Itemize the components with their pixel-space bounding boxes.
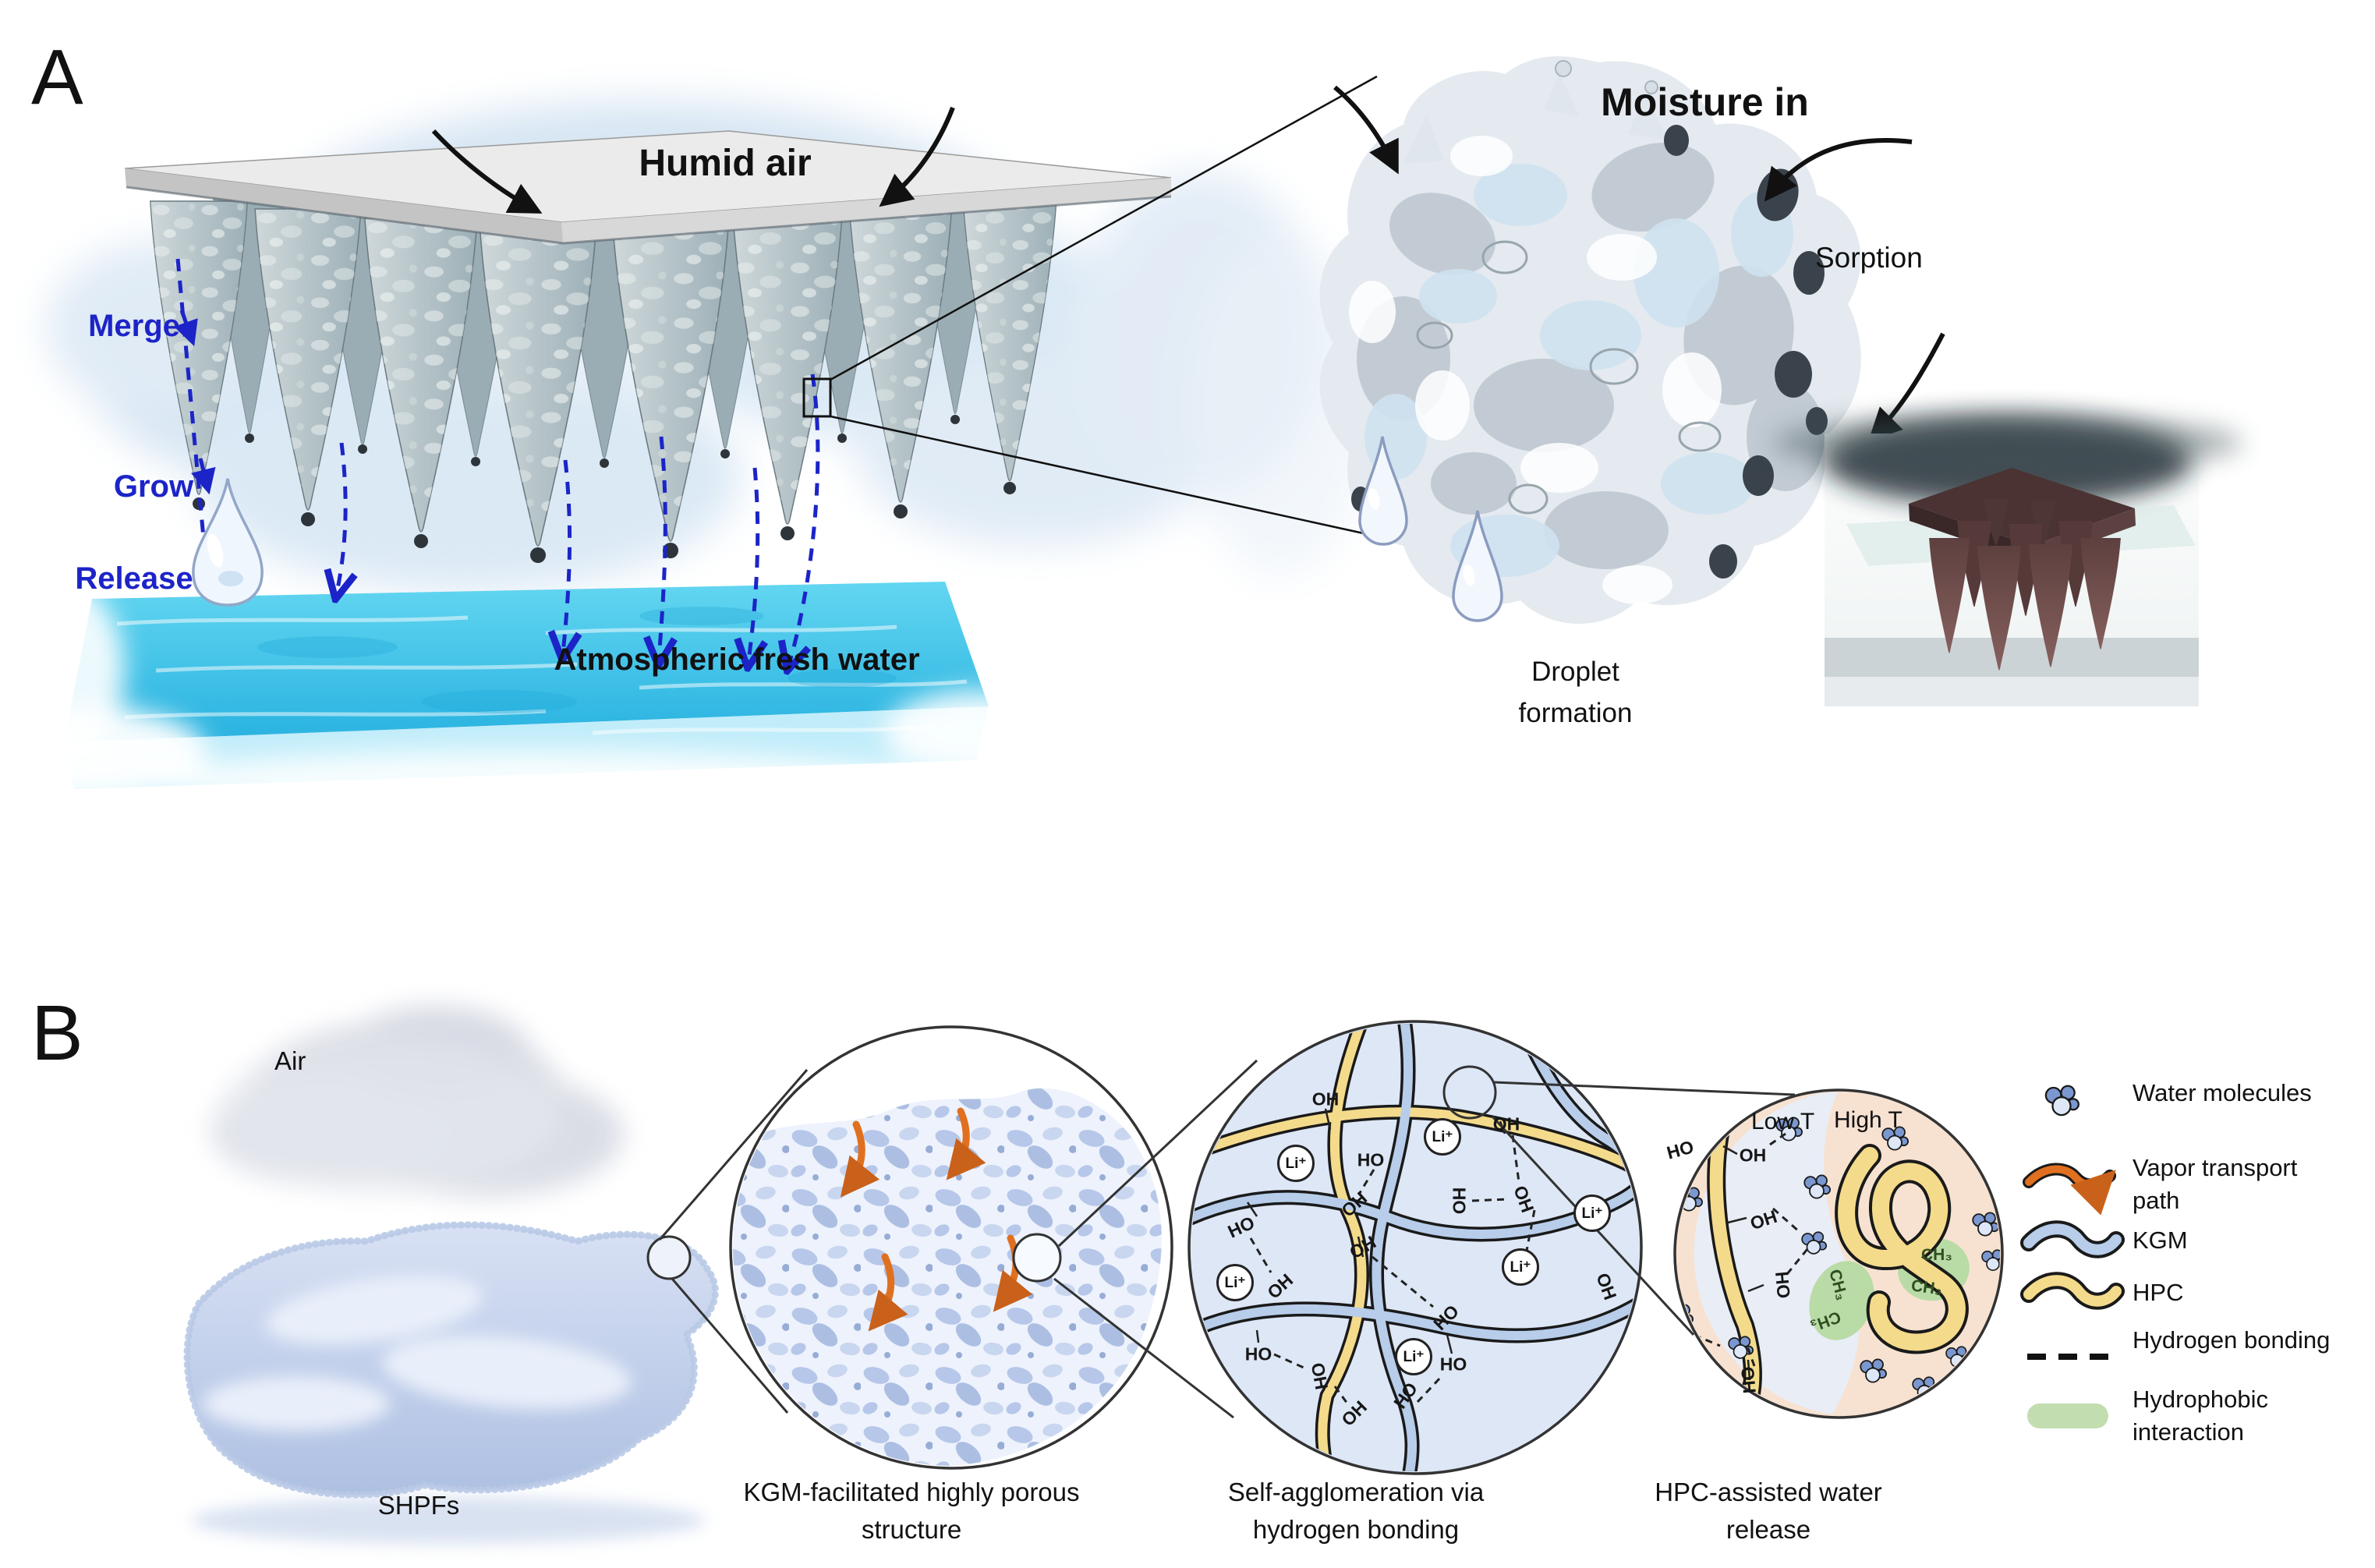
- legend-label-hydrophobic-interaction: Hydrophobic interaction: [2133, 1386, 2269, 1446]
- legend-label-water-molecules: Water molecules: [2133, 1079, 2312, 1106]
- li-ion-badge: Li⁺: [1216, 1264, 1254, 1301]
- humid-air-label: Humid air: [639, 143, 812, 184]
- shpf-fabric: [187, 1225, 715, 1544]
- kgm-icon: [2020, 1220, 2125, 1258]
- merge-label: Merge: [88, 309, 180, 343]
- zoom-inset-connector: [802, 75, 1386, 540]
- vapor-transport-path-icon: [2023, 1163, 2116, 1216]
- vapor-transport-arrows: [840, 1107, 1033, 1332]
- device-photo: [1774, 415, 2242, 706]
- oh-label: OH: [1737, 1365, 1760, 1395]
- oh-label: OH: [1307, 1361, 1333, 1392]
- circle3-caption: HPC-assisted water release: [1655, 1478, 1882, 1544]
- legend-icons: [2020, 1085, 2125, 1428]
- fresh-water-label: Atmospheric fresh water: [554, 642, 920, 677]
- oh-label: OH: [1492, 1113, 1520, 1134]
- zoom-circle-porous-structure: [729, 1025, 1258, 1470]
- high-t-label: High T: [1834, 1107, 1902, 1133]
- blob-droplet-left: [1358, 436, 1408, 546]
- ho-label: HO: [1244, 1343, 1272, 1364]
- porous-sorbent-blob: [1319, 56, 1861, 624]
- sorbent-plate: [124, 130, 1172, 245]
- legend-label-hydrogen-bonding: Hydrogen bonding: [2133, 1326, 2331, 1354]
- panel-b-label: B: [31, 989, 84, 1077]
- sorption-label: Sorption: [1815, 242, 1923, 274]
- legend-label-hpc: HPC: [2133, 1279, 2184, 1306]
- air-cloud: [211, 1006, 624, 1197]
- fresh-water-pool: [0, 577, 1072, 809]
- hpc-icon: [2020, 1272, 2125, 1310]
- li-ion-badge: Li⁺: [1573, 1195, 1611, 1232]
- hydrogen-bond-dashes: [1249, 1134, 1536, 1404]
- release-label: Release: [75, 561, 193, 596]
- blob-droplet-right: [1452, 510, 1503, 622]
- air-label: Air: [274, 1046, 306, 1075]
- legend-label-vapor-transport-path: Vapor transport path: [2133, 1154, 2298, 1214]
- circle1-caption: KGM-facilitated highly porous structure: [743, 1478, 1080, 1544]
- release-flow-arrows: [174, 258, 820, 664]
- panel-a-label: A: [31, 34, 84, 121]
- legend-label-kgm: KGM: [2133, 1226, 2188, 1254]
- oh-label: OH: [1739, 1145, 1767, 1166]
- ho-label: HO: [1449, 1187, 1470, 1215]
- li-ion-badge: Li⁺: [1277, 1145, 1315, 1182]
- circle2-caption: Self-agglomeration via hydrogen bonding: [1227, 1478, 1485, 1544]
- ho-label: HO: [1357, 1149, 1385, 1170]
- water-molecules-icon: [2044, 1085, 2080, 1117]
- shpfs-label: SHPFs: [377, 1491, 460, 1520]
- fabric-zoom-connector: [646, 1069, 809, 1414]
- hydrophobic-patch: [1809, 1261, 1874, 1340]
- li-ion-badge: Li⁺: [1395, 1338, 1432, 1375]
- ho-label: HO: [1772, 1270, 1794, 1300]
- grow-label: Grow: [113, 469, 194, 504]
- droplet-formation-label: Droplet formation: [1518, 657, 1633, 728]
- li-ion-badge: Li⁺: [1424, 1118, 1461, 1156]
- hydrophobic-interaction-icon: [2027, 1403, 2108, 1428]
- water-droplet: [192, 478, 264, 607]
- moisture-in-label: Moisture in: [1601, 80, 1809, 124]
- low-t-label: Low T: [1751, 1109, 1815, 1134]
- ch3-label: CH₃: [1920, 1246, 1953, 1264]
- zoom-circle-water-release: [1673, 1088, 2004, 1419]
- oh-label: OH: [1311, 1088, 1340, 1110]
- zoom-circle-hydrogen-bonding: [1188, 1020, 1796, 1475]
- humid-air-arrows: [431, 106, 955, 214]
- ho-label: HO: [1439, 1354, 1467, 1375]
- li-ion-badge: Li⁺: [1502, 1248, 1539, 1286]
